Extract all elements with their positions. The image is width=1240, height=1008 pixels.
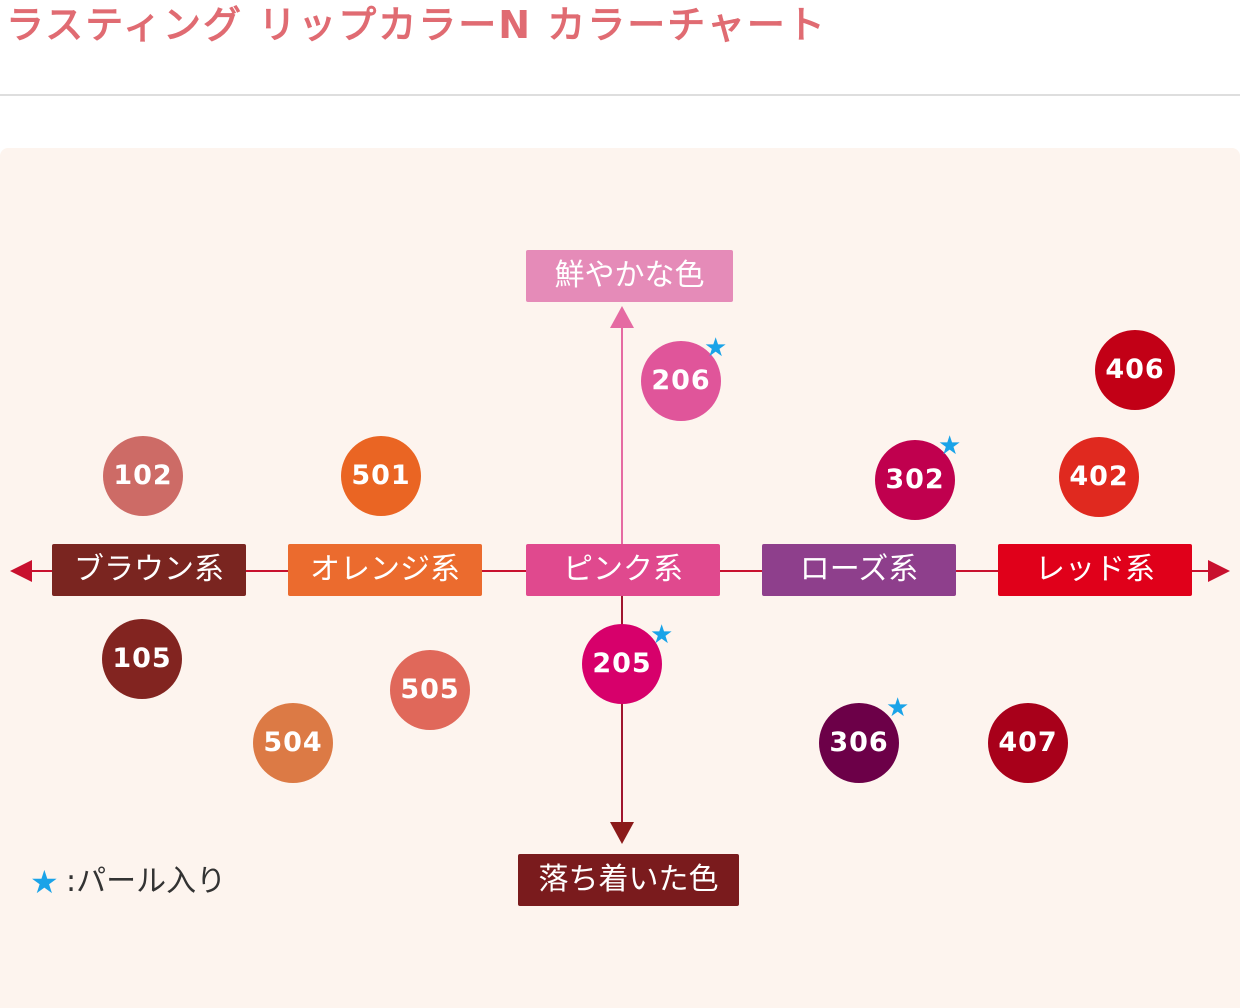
swatch-505[interactable]: 505 xyxy=(390,650,470,730)
pearl-star-icon: ★ xyxy=(938,431,962,461)
swatch-302[interactable]: 302 xyxy=(875,440,955,520)
category-pink: ピンク系 xyxy=(526,544,720,596)
category-red: レッド系 xyxy=(998,544,1192,596)
swatch-205[interactable]: 205 xyxy=(582,624,662,704)
swatch-306[interactable]: 306 xyxy=(819,703,899,783)
arrow-up-icon xyxy=(610,306,634,328)
legend-star-icon: ★ xyxy=(30,863,59,901)
swatch-504[interactable]: 504 xyxy=(253,703,333,783)
title-divider xyxy=(0,94,1240,96)
swatch-102[interactable]: 102 xyxy=(103,436,183,516)
axis-label-calm: 落ち着いた色 xyxy=(518,854,739,906)
page-title: ラスティング リップカラーN カラーチャート xyxy=(6,3,827,47)
swatch-406[interactable]: 406 xyxy=(1095,330,1175,410)
vertical-axis-upper-line xyxy=(621,324,623,572)
category-rose: ローズ系 xyxy=(762,544,956,596)
pearl-star-icon: ★ xyxy=(650,620,674,650)
swatch-206[interactable]: 206 xyxy=(641,341,721,421)
arrow-right-icon xyxy=(1208,560,1230,582)
legend-pearl-text: :パール入り xyxy=(66,864,227,899)
category-orange: オレンジ系 xyxy=(288,544,482,596)
swatch-105[interactable]: 105 xyxy=(102,619,182,699)
swatch-402[interactable]: 402 xyxy=(1059,437,1139,517)
pearl-star-icon: ★ xyxy=(886,693,910,723)
swatch-407[interactable]: 407 xyxy=(988,703,1068,783)
pearl-star-icon: ★ xyxy=(704,333,728,363)
swatch-501[interactable]: 501 xyxy=(341,436,421,516)
arrow-left-icon xyxy=(10,560,32,582)
arrow-down-icon xyxy=(610,822,634,844)
category-brown: ブラウン系 xyxy=(52,544,246,596)
axis-label-vivid: 鮮やかな色 xyxy=(526,250,733,302)
